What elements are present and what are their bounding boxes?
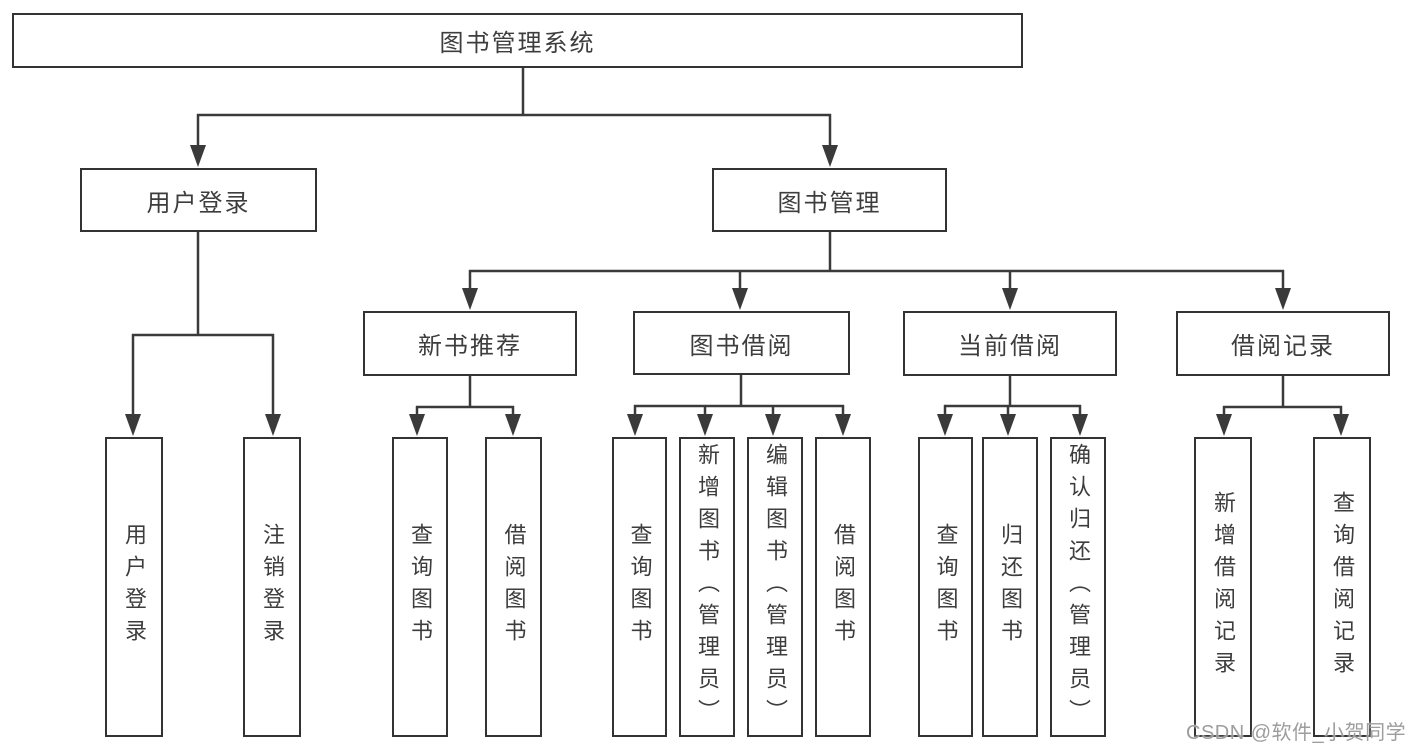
leaf-search-borrow-record: 查询借阅记录 [1313, 437, 1371, 737]
arrow-down-icon [627, 414, 643, 436]
arrow-down-icon [835, 414, 851, 436]
arrow-down-icon [505, 414, 521, 436]
leaf-borrow-books-borrowing: 借阅图书 [815, 437, 871, 737]
node-book-management: 图书管理 [712, 168, 947, 232]
leaf-confirm-return-admin: 确认归还（管理员） [1050, 437, 1106, 737]
node-label: 当前借阅 [958, 333, 1062, 360]
arrow-down-icon [265, 414, 281, 436]
arrow-down-icon [1072, 414, 1088, 436]
arrow-down-icon [409, 414, 425, 436]
node-borrowing-records: 借阅记录 [1176, 311, 1390, 376]
node-book-borrowing: 图书借阅 [633, 311, 850, 375]
leaf-add-book-admin: 新增图书（管理员） [679, 437, 735, 737]
node-label: 图书管理 [777, 189, 882, 217]
arrowheads [125, 145, 1349, 436]
node-label: 图书借阅 [689, 332, 794, 360]
arrow-down-icon [1002, 288, 1018, 310]
leaf-logout: 注销登录 [243, 437, 301, 737]
arrow-down-icon [937, 414, 953, 436]
node-label: 用户登录 [146, 189, 251, 217]
node-label: 注销登录 [260, 523, 285, 651]
leaf-search-books-recommend: 查询图书 [392, 437, 448, 737]
node-library-management-system: 图书管理系统 [12, 13, 1023, 68]
node-label: 查询图书 [627, 523, 653, 651]
node-label: 借阅图书 [501, 523, 527, 651]
node-label: 图书管理系统 [439, 30, 596, 57]
leaf-search-books-current: 查询图书 [918, 437, 973, 737]
node-user-login: 用户登录 [80, 168, 317, 232]
arrow-down-icon [732, 288, 748, 310]
node-label: 确认归还（管理员） [1066, 443, 1091, 731]
arrow-down-icon [462, 288, 478, 310]
leaf-user-login: 用户登录 [105, 437, 163, 737]
connector-stems [131, 68, 1343, 417]
arrow-down-icon [125, 414, 141, 436]
arrow-down-icon [1216, 414, 1232, 436]
arrow-down-icon [697, 414, 713, 436]
leaf-edit-book-admin: 编辑图书（管理员） [747, 437, 803, 737]
node-label: 新增借阅记录 [1211, 491, 1236, 683]
node-label: 查询图书 [933, 523, 959, 651]
node-label: 查询借阅记录 [1330, 491, 1355, 683]
node-label: 新书推荐 [418, 333, 522, 360]
node-label: 编辑图书（管理员） [763, 443, 788, 731]
csdn-watermark: CSDN @软件_小贺同学 [1186, 722, 1405, 744]
node-current-borrowing: 当前借阅 [903, 311, 1117, 376]
node-new-book-recommendation: 新书推荐 [363, 311, 577, 376]
node-label: 借阅图书 [831, 523, 856, 651]
arrow-down-icon [1333, 414, 1349, 436]
leaf-search-books-borrowing: 查询图书 [612, 437, 667, 737]
leaf-borrow-books-recommend: 借阅图书 [485, 437, 542, 737]
arrow-down-icon [1275, 288, 1291, 310]
arrow-down-icon [765, 414, 781, 436]
node-label: 新增图书（管理员） [695, 443, 720, 731]
node-label: 查询图书 [408, 523, 433, 651]
node-label: 归还图书 [998, 523, 1023, 651]
node-label: 借阅记录 [1231, 333, 1335, 360]
arrow-down-icon [190, 145, 206, 167]
arrow-down-icon [1000, 414, 1016, 436]
node-label: 用户登录 [122, 523, 147, 651]
leaf-add-borrow-record: 新增借阅记录 [1194, 437, 1252, 737]
leaf-return-books: 归还图书 [982, 437, 1038, 737]
arrow-down-icon [822, 145, 838, 167]
